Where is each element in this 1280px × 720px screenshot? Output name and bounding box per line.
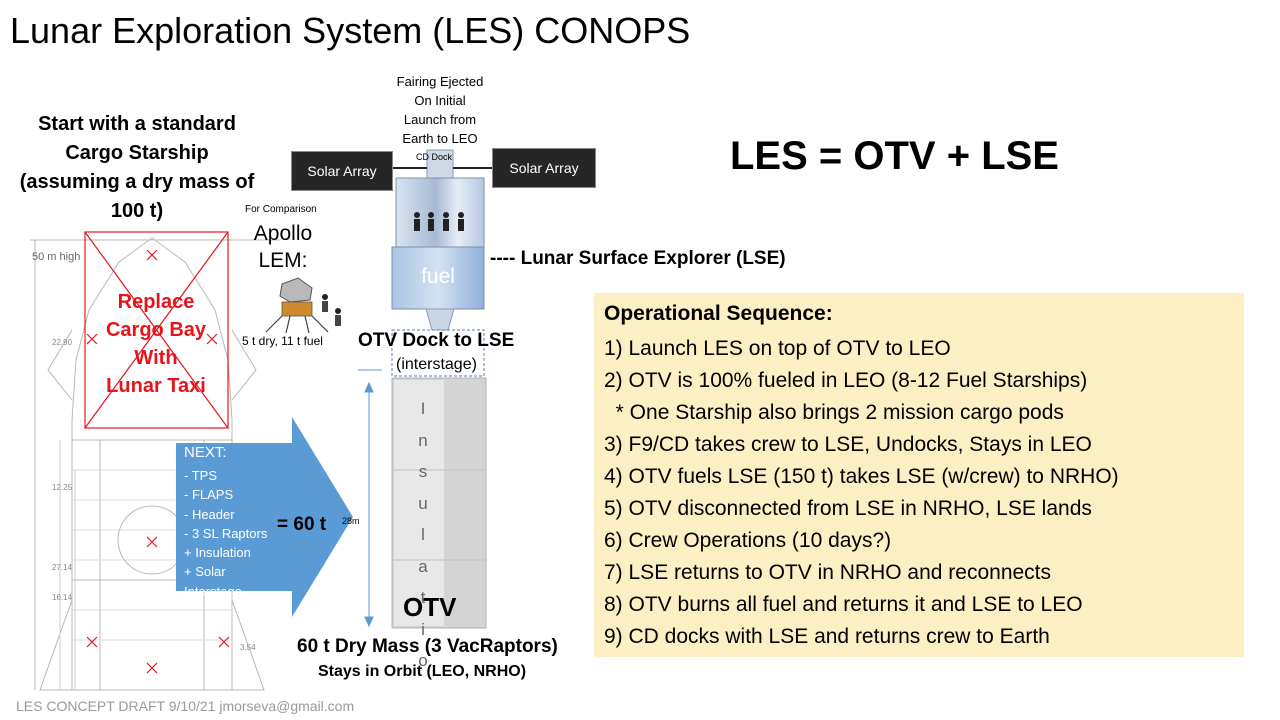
starship-height-label: 50 m high [32, 251, 80, 263]
insulation-label: I n s u l a t i o [418, 399, 428, 670]
next-item: - TPS [184, 468, 217, 483]
replace-line: With [134, 347, 178, 369]
operational-sequence-steps: 1) Launch LES on top of OTV to LEO 2) OT… [604, 333, 1119, 653]
otv-dock-label: OTV Dock to LSE [358, 330, 515, 351]
les-equation: LES = OTV + LSE [730, 134, 1059, 178]
operational-sequence-panel [594, 293, 1244, 657]
next-title: NEXT: [184, 444, 227, 461]
fuel-label: fuel [421, 265, 455, 288]
starship-line: 100 t) [110, 200, 164, 222]
next-equals-mass: = 60 t [277, 514, 327, 535]
apollo-lem-icon [265, 277, 341, 334]
interstage-outline [391, 329, 485, 377]
engine-x-marks [86, 249, 230, 674]
next-item: - FLAPS [184, 487, 234, 503]
replace-cargo-box [84, 231, 229, 429]
cd-dock-shape [426, 149, 454, 179]
next-list: - TPS - FLAPS - Header - 3 SL Raptors + … [184, 466, 267, 601]
otv-dry-mass: 60 t Dry Mass (3 VacRaptors) [297, 636, 558, 657]
starship-line: Cargo Starship [65, 142, 209, 164]
fairing-line: On Initial [414, 93, 466, 108]
next-item: - 3 SL Raptors [184, 525, 268, 541]
footer-note: LES CONCEPT DRAFT 9/10/21 jmorseva@gmail… [16, 698, 355, 714]
ops-step: * One Starship also brings 2 mission car… [604, 401, 1064, 424]
ops-step: 9) CD docks with LSE and returns crew to… [604, 625, 1050, 648]
next-item: + Solar [184, 564, 226, 580]
solar-array-left: Solar Array [291, 151, 393, 191]
apollo-line: Apollo [253, 222, 313, 245]
ops-step: 2) OTV is 100% fueled in LEO (8-12 Fuel … [604, 369, 1088, 392]
fairing-line: Earth to LEO [402, 131, 478, 146]
lse-label: ---- Lunar Surface Explorer (LSE) [490, 248, 786, 269]
replace-cargo-note: Replace Cargo Bay With Lunar Taxi [92, 288, 220, 400]
ops-step: 4) OTV fuels LSE (150 t) takes LSE (w/cr… [604, 465, 1119, 488]
fairing-line: Launch from [403, 112, 477, 127]
ruler-label: 22.90 [52, 338, 73, 347]
ops-step: 7) LSE returns to OTV in NRHO and reconn… [604, 561, 1052, 584]
ruler-label: 27.14 [52, 563, 73, 572]
cd-dock-label: CD Dock [416, 152, 453, 162]
crew-figures [414, 212, 464, 231]
ops-step: 8) OTV burns all fuel and returns it and… [604, 593, 1083, 616]
lse-fuel-tank [391, 246, 485, 310]
otv-stays-in-orbit: Stays in Orbit (LEO, NRHO) [318, 663, 527, 680]
fairing-line: Fairing Ejected [396, 74, 484, 89]
apollo-mass: 5 t dry, 11 t fuel [242, 334, 323, 348]
page-title: Lunar Exploration System (LES) CONOPS [10, 10, 691, 51]
comparison-label: For Comparison [245, 204, 317, 215]
operational-sequence-title: Operational Sequence: [604, 302, 833, 325]
ruler-label: 12.25 [52, 483, 73, 492]
ops-step: 6) Crew Operations (10 days?) [604, 529, 892, 552]
ruler-label: 3.54 [240, 643, 256, 652]
ruler-label: 16.14 [52, 593, 73, 602]
ops-step: 1) Launch LES on top of OTV to LEO [604, 337, 951, 360]
starship-description: Start with a standard Cargo Starship (as… [12, 110, 262, 226]
next-item: Interstage [184, 583, 242, 599]
ops-step: 3) F9/CD takes crew to LSE, Undocks, Sta… [604, 433, 1092, 456]
apollo-lem-name: Apollo LEM: [248, 220, 318, 274]
lse-crew-module [395, 177, 485, 248]
otv-body [391, 377, 487, 629]
apollo-line: LEM: [258, 249, 308, 272]
replace-line: Cargo Bay [105, 319, 207, 341]
replace-line: Replace [117, 291, 195, 313]
replace-line: Lunar Taxi [106, 375, 206, 397]
otv-height-arrow [358, 369, 382, 628]
interstage-label: (interstage) [396, 356, 477, 373]
solar-array-right: Solar Array [492, 148, 596, 188]
next-item: - Header [184, 506, 235, 522]
next-arrow [176, 417, 353, 617]
otv-height-label: 28m [342, 516, 360, 526]
ops-step: 5) OTV disconnected from LSE in NRHO, LS… [604, 497, 1092, 520]
otv-label: OTV [403, 592, 457, 622]
next-item: + Insulation [184, 545, 251, 561]
fairing-note: Fairing Ejected On Initial Launch from E… [388, 72, 492, 148]
starship-line: (assuming a dry mass of [19, 171, 255, 193]
starship-line: Start with a standard [38, 113, 236, 135]
